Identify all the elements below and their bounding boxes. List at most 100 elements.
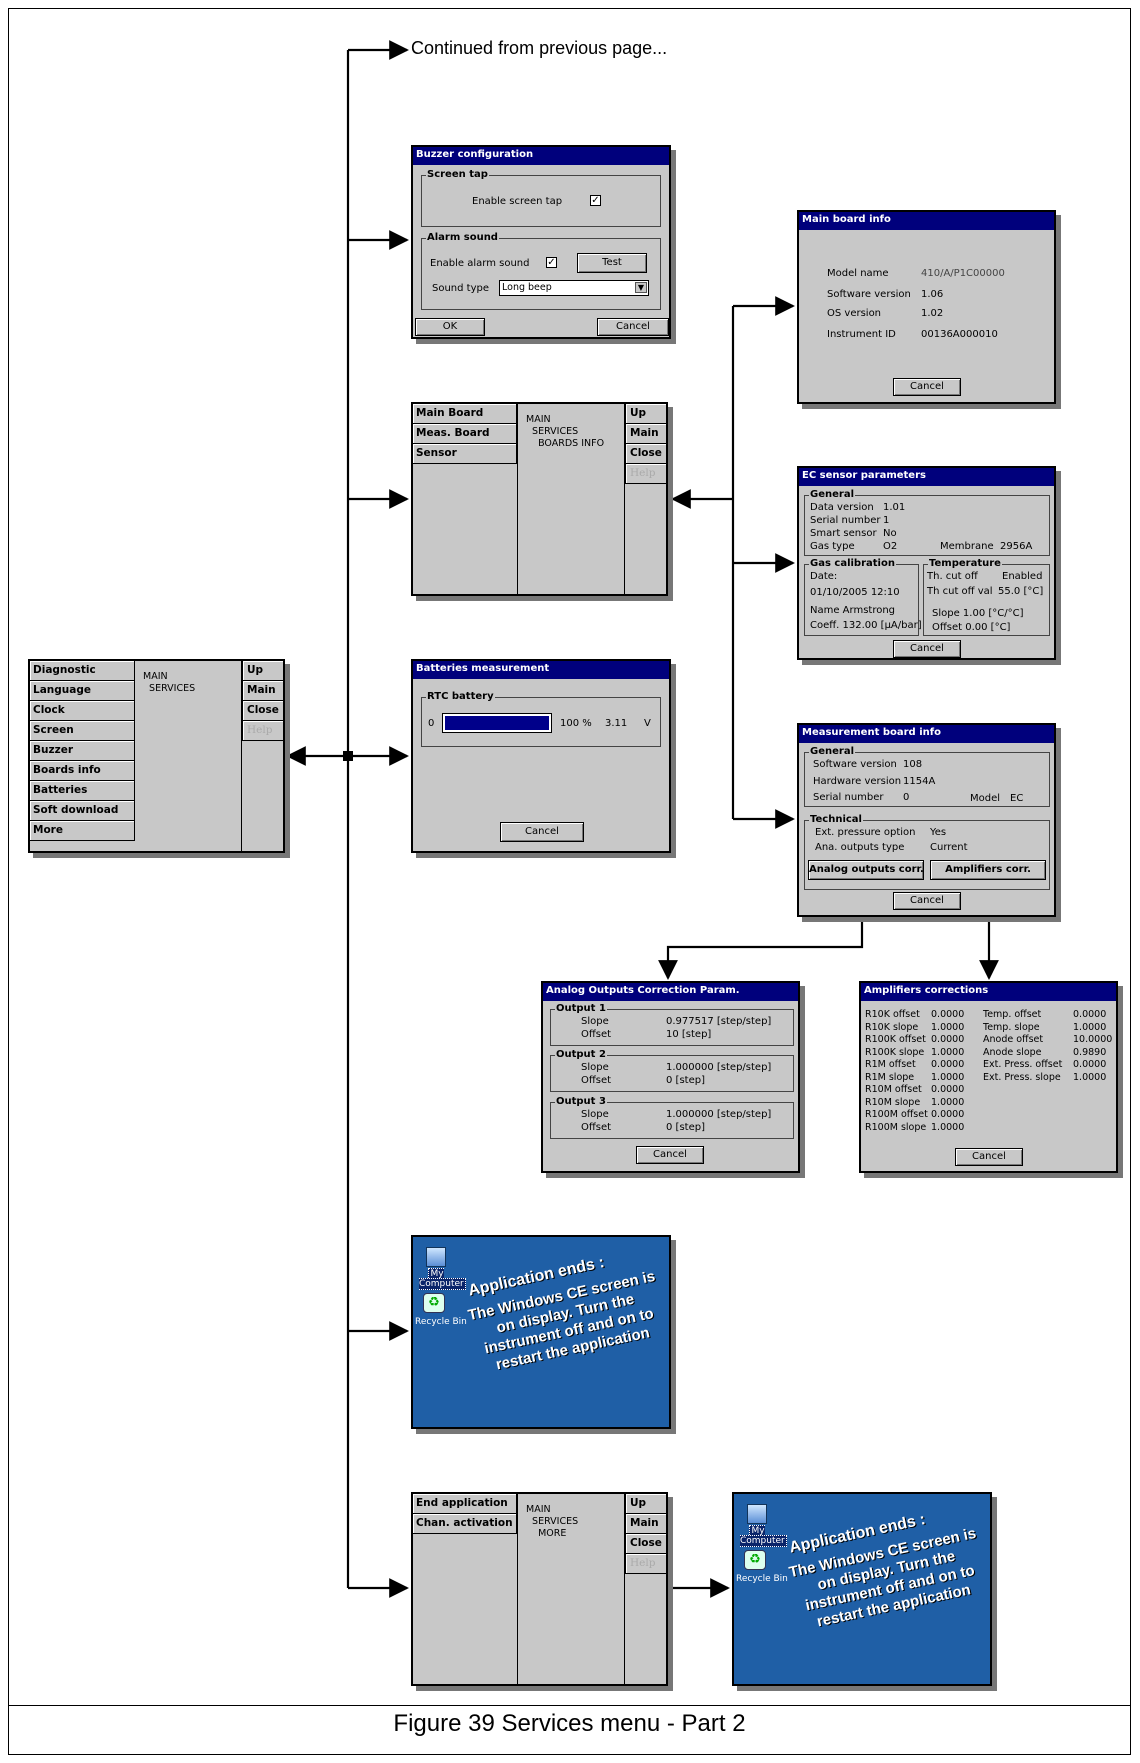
rtc-battery-group: RTC battery 0 100 % 3.11 V bbox=[421, 690, 661, 747]
up-button[interactable]: Up bbox=[625, 404, 666, 424]
data-version-value: 1.01 bbox=[883, 502, 906, 513]
amp-row: Anode offset 10.0000 bbox=[983, 1034, 1115, 1047]
menu-item-more[interactable]: More bbox=[30, 821, 135, 841]
wince-desktop-2: My Computer ♻ Recycle Bin Application en… bbox=[732, 1492, 992, 1686]
help-button[interactable]: Help bbox=[625, 1554, 666, 1574]
cancel-button[interactable]: Cancel bbox=[636, 1146, 704, 1164]
cancel-button[interactable]: Cancel bbox=[955, 1148, 1023, 1166]
help-button[interactable]: Help bbox=[242, 721, 283, 741]
menu-item-boards-info[interactable]: Boards info bbox=[30, 761, 135, 781]
menu-item-main-board[interactable]: Main Board bbox=[413, 404, 517, 424]
figure-caption: Figure 39 Services menu - Part 2 bbox=[393, 1710, 746, 1737]
menu-item-chan-activation[interactable]: Chan. activation bbox=[413, 1514, 517, 1534]
menu-item-soft-download[interactable]: Soft download bbox=[30, 801, 135, 821]
amp-value: 0.0000 bbox=[931, 1059, 965, 1070]
recycle-bin-icon[interactable]: ♻ bbox=[423, 1293, 445, 1313]
my-computer-shortcut[interactable]: My Computer bbox=[419, 1247, 466, 1290]
nav-buttons: Up Main Close Help bbox=[624, 404, 666, 594]
output-3-offset: 0 [step] bbox=[666, 1122, 705, 1133]
main-button[interactable]: Main bbox=[242, 681, 283, 701]
output-2-offset: 0 [step] bbox=[666, 1075, 705, 1086]
amplifiers-corr-button[interactable]: Amplifiers corr. bbox=[930, 860, 1046, 880]
smart-sensor-value: No bbox=[883, 528, 897, 539]
amp-label: R100K slope bbox=[865, 1046, 925, 1058]
sound-type-select[interactable]: Long beep▼ bbox=[499, 280, 649, 296]
software-version-label: Software version bbox=[827, 289, 911, 300]
amp-label: Anode offset bbox=[983, 1034, 1044, 1045]
membrane-value: 2956A bbox=[1000, 541, 1033, 552]
menu-item-clock[interactable]: Clock bbox=[30, 701, 135, 721]
temp-slope: Slope 1.00 [°C/°C] bbox=[932, 608, 1024, 619]
amp-label: R10K offset bbox=[865, 1009, 920, 1020]
amp-row: Ext. Press. offset 0.0000 bbox=[983, 1059, 1115, 1072]
amp-label: R1M slope bbox=[865, 1071, 915, 1083]
amp-label: Anode slope bbox=[983, 1046, 1042, 1058]
main-button[interactable]: Main bbox=[625, 424, 666, 444]
date-label: Date: bbox=[810, 571, 838, 582]
ok-button[interactable]: OK bbox=[415, 318, 485, 336]
my-computer-shortcut[interactable]: My Computer bbox=[740, 1504, 787, 1547]
help-button[interactable]: Help bbox=[625, 464, 666, 484]
amp-label: R10M slope bbox=[865, 1096, 921, 1108]
menu-item-buzzer[interactable]: Buzzer bbox=[30, 741, 135, 761]
menu-item-meas-board[interactable]: Meas. Board bbox=[413, 424, 517, 444]
menu-item-screen[interactable]: Screen bbox=[30, 721, 135, 741]
test-button[interactable]: Test bbox=[577, 253, 647, 273]
recycle-bin-label: Recycle Bin bbox=[736, 1574, 788, 1584]
close-button[interactable]: Close bbox=[625, 444, 666, 464]
up-button[interactable]: Up bbox=[625, 1494, 666, 1514]
amp-label: R100K offset bbox=[865, 1034, 926, 1045]
menu-item-diagnostic[interactable]: Diagnostic bbox=[30, 661, 135, 681]
menu-item-batteries[interactable]: Batteries bbox=[30, 781, 135, 801]
output-2-slope: 1.000000 [step/step] bbox=[666, 1062, 772, 1073]
main-button[interactable]: Main bbox=[625, 1514, 666, 1534]
calibration-coeff: Coeff. 132.00 [µA/bar] bbox=[810, 620, 922, 631]
gas-type-value: O2 bbox=[883, 541, 898, 552]
instrument-id-value: 00136A000010 bbox=[921, 329, 998, 340]
amp-label: Temp. offset bbox=[983, 1009, 1042, 1020]
continued-label: Continued from previous page... bbox=[411, 38, 668, 58]
screen-tap-checkbox[interactable]: ✓ bbox=[590, 195, 601, 206]
up-button[interactable]: Up bbox=[242, 661, 283, 681]
analog-outputs-corr-button[interactable]: Analog outputs corr. bbox=[808, 860, 924, 880]
cancel-button[interactable]: Cancel bbox=[893, 640, 961, 658]
cancel-button[interactable]: Cancel bbox=[893, 378, 961, 396]
cancel-button[interactable]: Cancel bbox=[597, 318, 669, 336]
output-3-slope: 1.000000 [step/step] bbox=[666, 1109, 772, 1120]
measurement-board-dialog: Measurement board info General Software … bbox=[797, 723, 1056, 917]
serial-number-label: Serial number bbox=[810, 515, 881, 526]
chevron-down-icon[interactable]: ▼ bbox=[635, 282, 647, 293]
offset-label: Offset bbox=[581, 1029, 612, 1040]
menu-item-sensor[interactable]: Sensor bbox=[413, 444, 517, 464]
amp-row: R10K offset 0.0000 bbox=[865, 1009, 975, 1022]
offset-label: Offset bbox=[581, 1075, 612, 1086]
figure-frame bbox=[8, 8, 1131, 1755]
cancel-button[interactable]: Cancel bbox=[893, 892, 961, 910]
amp-value: 0.0000 bbox=[1073, 1059, 1107, 1070]
amp-label: R10M offset bbox=[865, 1084, 922, 1095]
close-button[interactable]: Close bbox=[625, 1534, 666, 1554]
amp-value: 1.0000 bbox=[931, 1071, 965, 1083]
min-label: 0 bbox=[428, 718, 435, 729]
alarm-checkbox[interactable]: ✓ bbox=[546, 257, 557, 268]
application-ends-message: Application ends :The Windows CE screen … bbox=[787, 1511, 978, 1631]
amp-value: 1.0000 bbox=[931, 1046, 965, 1058]
menu-item-end-application[interactable]: End application bbox=[413, 1494, 517, 1514]
recycle-bin-icon[interactable]: ♻ bbox=[744, 1550, 766, 1570]
amp-value: 1.0000 bbox=[1073, 1021, 1107, 1033]
cancel-button[interactable]: Cancel bbox=[500, 822, 584, 842]
close-button[interactable]: Close bbox=[242, 701, 283, 721]
amp-value: 10.0000 bbox=[1073, 1034, 1113, 1045]
th-cut-off-label: Th. cut off bbox=[927, 571, 978, 582]
amp-value: 0.0000 bbox=[931, 1009, 965, 1020]
amp-label: Ext. Press. offset bbox=[983, 1059, 1063, 1070]
menu-item-language[interactable]: Language bbox=[30, 681, 135, 701]
